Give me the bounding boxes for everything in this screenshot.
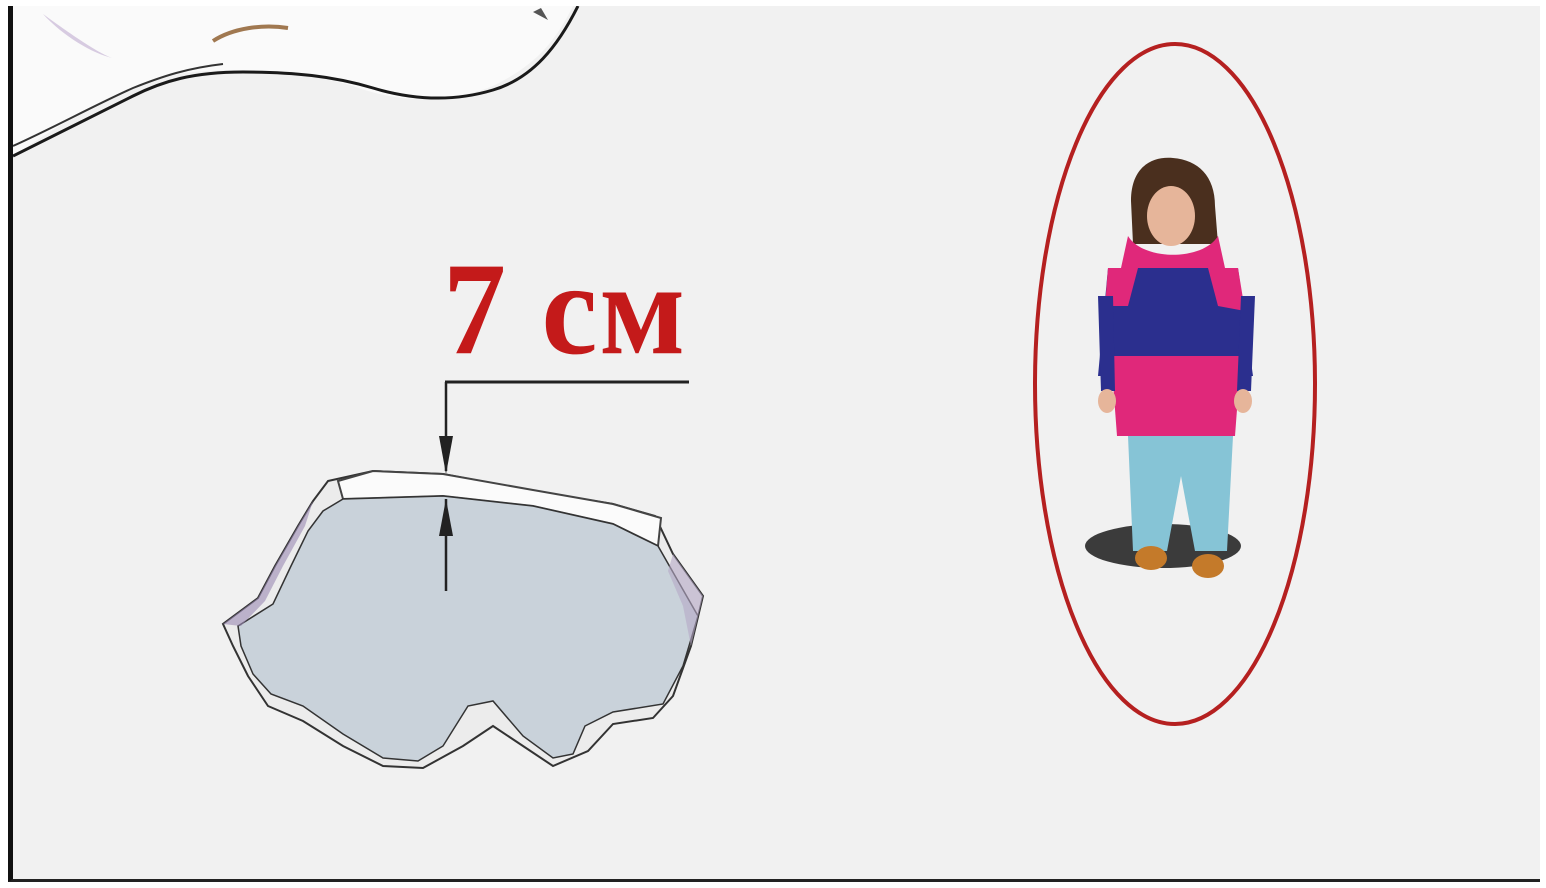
ice-hole-illustration: [223, 471, 703, 768]
snow-bank-illustration: [13, 6, 578, 156]
child-in-winter-clothes-illustration: [1035, 44, 1315, 724]
thickness-label: 7 см: [443, 244, 687, 376]
slide: 7 см: [8, 6, 1540, 882]
scene-illustration: [13, 6, 1540, 879]
